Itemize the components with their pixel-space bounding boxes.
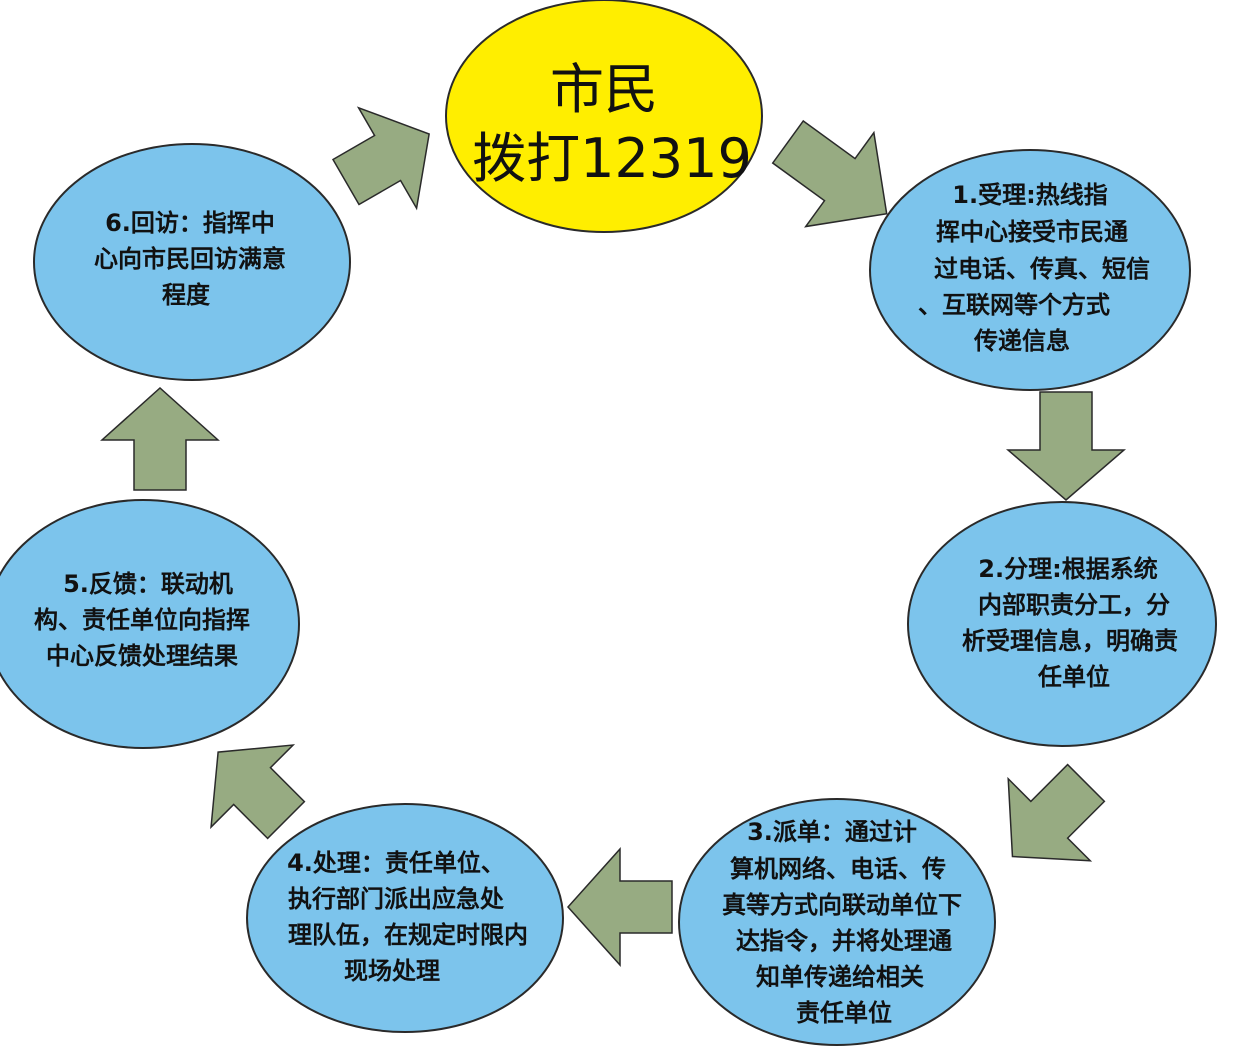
step-5-line-3: 中心反馈处理结果: [46, 642, 238, 670]
step-2-line-3: 析受理信息，明确责: [962, 627, 1178, 655]
step-4-ellipse: [246, 803, 564, 1033]
step-6-line-2: 心向市民回访满意: [94, 245, 286, 273]
arrow-step6-to-start: [331, 106, 430, 211]
step-1-line-5: 传递信息: [973, 327, 1070, 355]
step-3-line-1: 3.派单：通过计: [747, 818, 917, 846]
step-3-line-2: 算机网络、电话、传: [730, 855, 946, 883]
step-1-node: 1.受理:热线指 挥中心接受市民通 过电话、传真、短信 、互联网等个方式 传递信…: [869, 149, 1191, 391]
step-4-line-4: 现场处理: [344, 957, 440, 985]
step-4-line-2: 执行部门派出应急处: [288, 885, 504, 913]
step-3-line-6: 责任单位: [796, 999, 892, 1027]
step-1-line-3: 过电话、传真、短信: [934, 255, 1150, 283]
arrow-step5-to-step6: [100, 386, 220, 491]
start-line-1: 市民: [550, 58, 658, 121]
step-1-line-2: 挥中心接受市民通: [936, 218, 1128, 246]
arrow-step3-to-step4: [566, 847, 673, 967]
step-1-ellipse: [869, 149, 1191, 391]
arrow-step4-to-step5: [210, 744, 306, 840]
arrow-start-to-step1: [771, 119, 888, 228]
step-4-node: 4.处理：责任单位、 执行部门派出应急处 理队伍，在规定时限内 现场处理: [246, 803, 564, 1033]
start-line-2: 拨打12319: [472, 127, 752, 190]
step-6-node: 6.回访：指挥中 心向市民回访满意 程度: [33, 143, 351, 381]
step-1-line-1: 1.受理:热线指: [952, 181, 1107, 209]
step-6-line-3: 程度: [162, 281, 211, 309]
step-3-node: 3.派单：通过计 算机网络、电话、传 真等方式向联动单位下 达指令，并将处理通 …: [678, 798, 996, 1046]
arrow-step1-to-step2: [1005, 391, 1127, 501]
step-2-line-1: 2.分理:根据系统: [978, 555, 1157, 583]
step-5-ellipse: [0, 499, 300, 749]
step-2-ellipse: [907, 501, 1217, 747]
step-5-node: 5.反馈：联动机 构、责任单位向指挥 中心反馈处理结果: [0, 499, 300, 749]
step-4-line-3: 理队伍，在规定时限内: [288, 921, 528, 949]
step-3-line-5: 知单传递给相关: [756, 963, 924, 991]
flow-arrows: [100, 106, 1127, 967]
step-3-line-4: 达指令，并将处理通: [736, 927, 952, 955]
step-6-line-1: 6.回访：指挥中: [105, 209, 275, 237]
arrow-step2-to-step3: [1007, 763, 1106, 862]
step-1-line-4: 、互联网等个方式: [918, 291, 1110, 319]
step-5-line-2: 构、责任单位向指挥: [34, 606, 250, 634]
start-ellipse: [445, 0, 763, 233]
start-node: 市民 拨打12319: [445, 0, 763, 233]
step-2-node: 2.分理:根据系统 内部职责分工，分 析受理信息，明确责 任单位: [907, 501, 1217, 747]
step-3-ellipse: [678, 798, 996, 1046]
step-2-line-2: 内部职责分工，分: [978, 591, 1170, 619]
step-3-line-3: 真等方式向联动单位下: [722, 891, 962, 919]
step-6-ellipse: [33, 143, 351, 381]
step-4-line-1: 4.处理：责任单位、: [287, 849, 505, 877]
step-2-line-4: 任单位: [1037, 663, 1110, 691]
step-5-line-1: 5.反馈：联动机: [63, 570, 233, 598]
